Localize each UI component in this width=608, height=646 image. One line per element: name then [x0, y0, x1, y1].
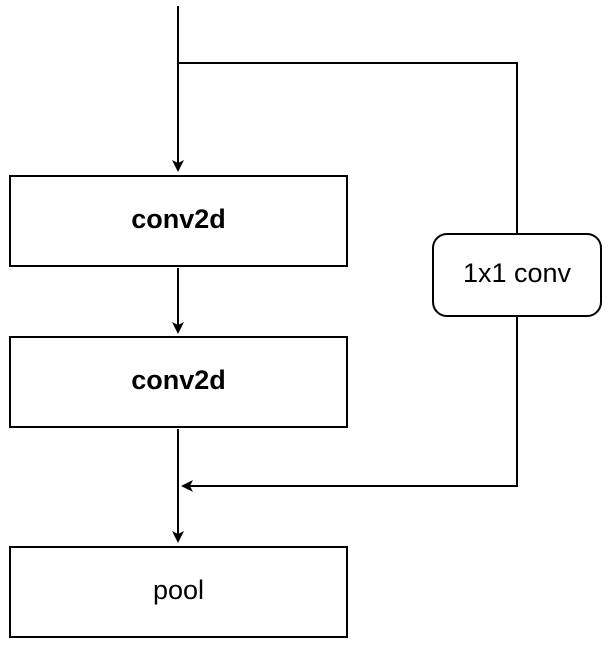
conv2d-node-1: conv2d: [9, 175, 348, 267]
shortcut-conv-node: 1x1 conv: [432, 233, 602, 317]
skip-connection-bottom: [181, 317, 518, 492]
conv2d-node-2: conv2d: [9, 336, 348, 428]
conv2d-node-2-label: conv2d: [131, 365, 226, 395]
conv2d-node-1-label: conv2d: [131, 204, 226, 234]
skip-connection-top: [178, 62, 518, 234]
pool-node-label: pool: [153, 575, 204, 605]
shortcut-conv-node-label: 1x1 conv: [463, 258, 572, 288]
pool-node: pool: [9, 546, 348, 638]
